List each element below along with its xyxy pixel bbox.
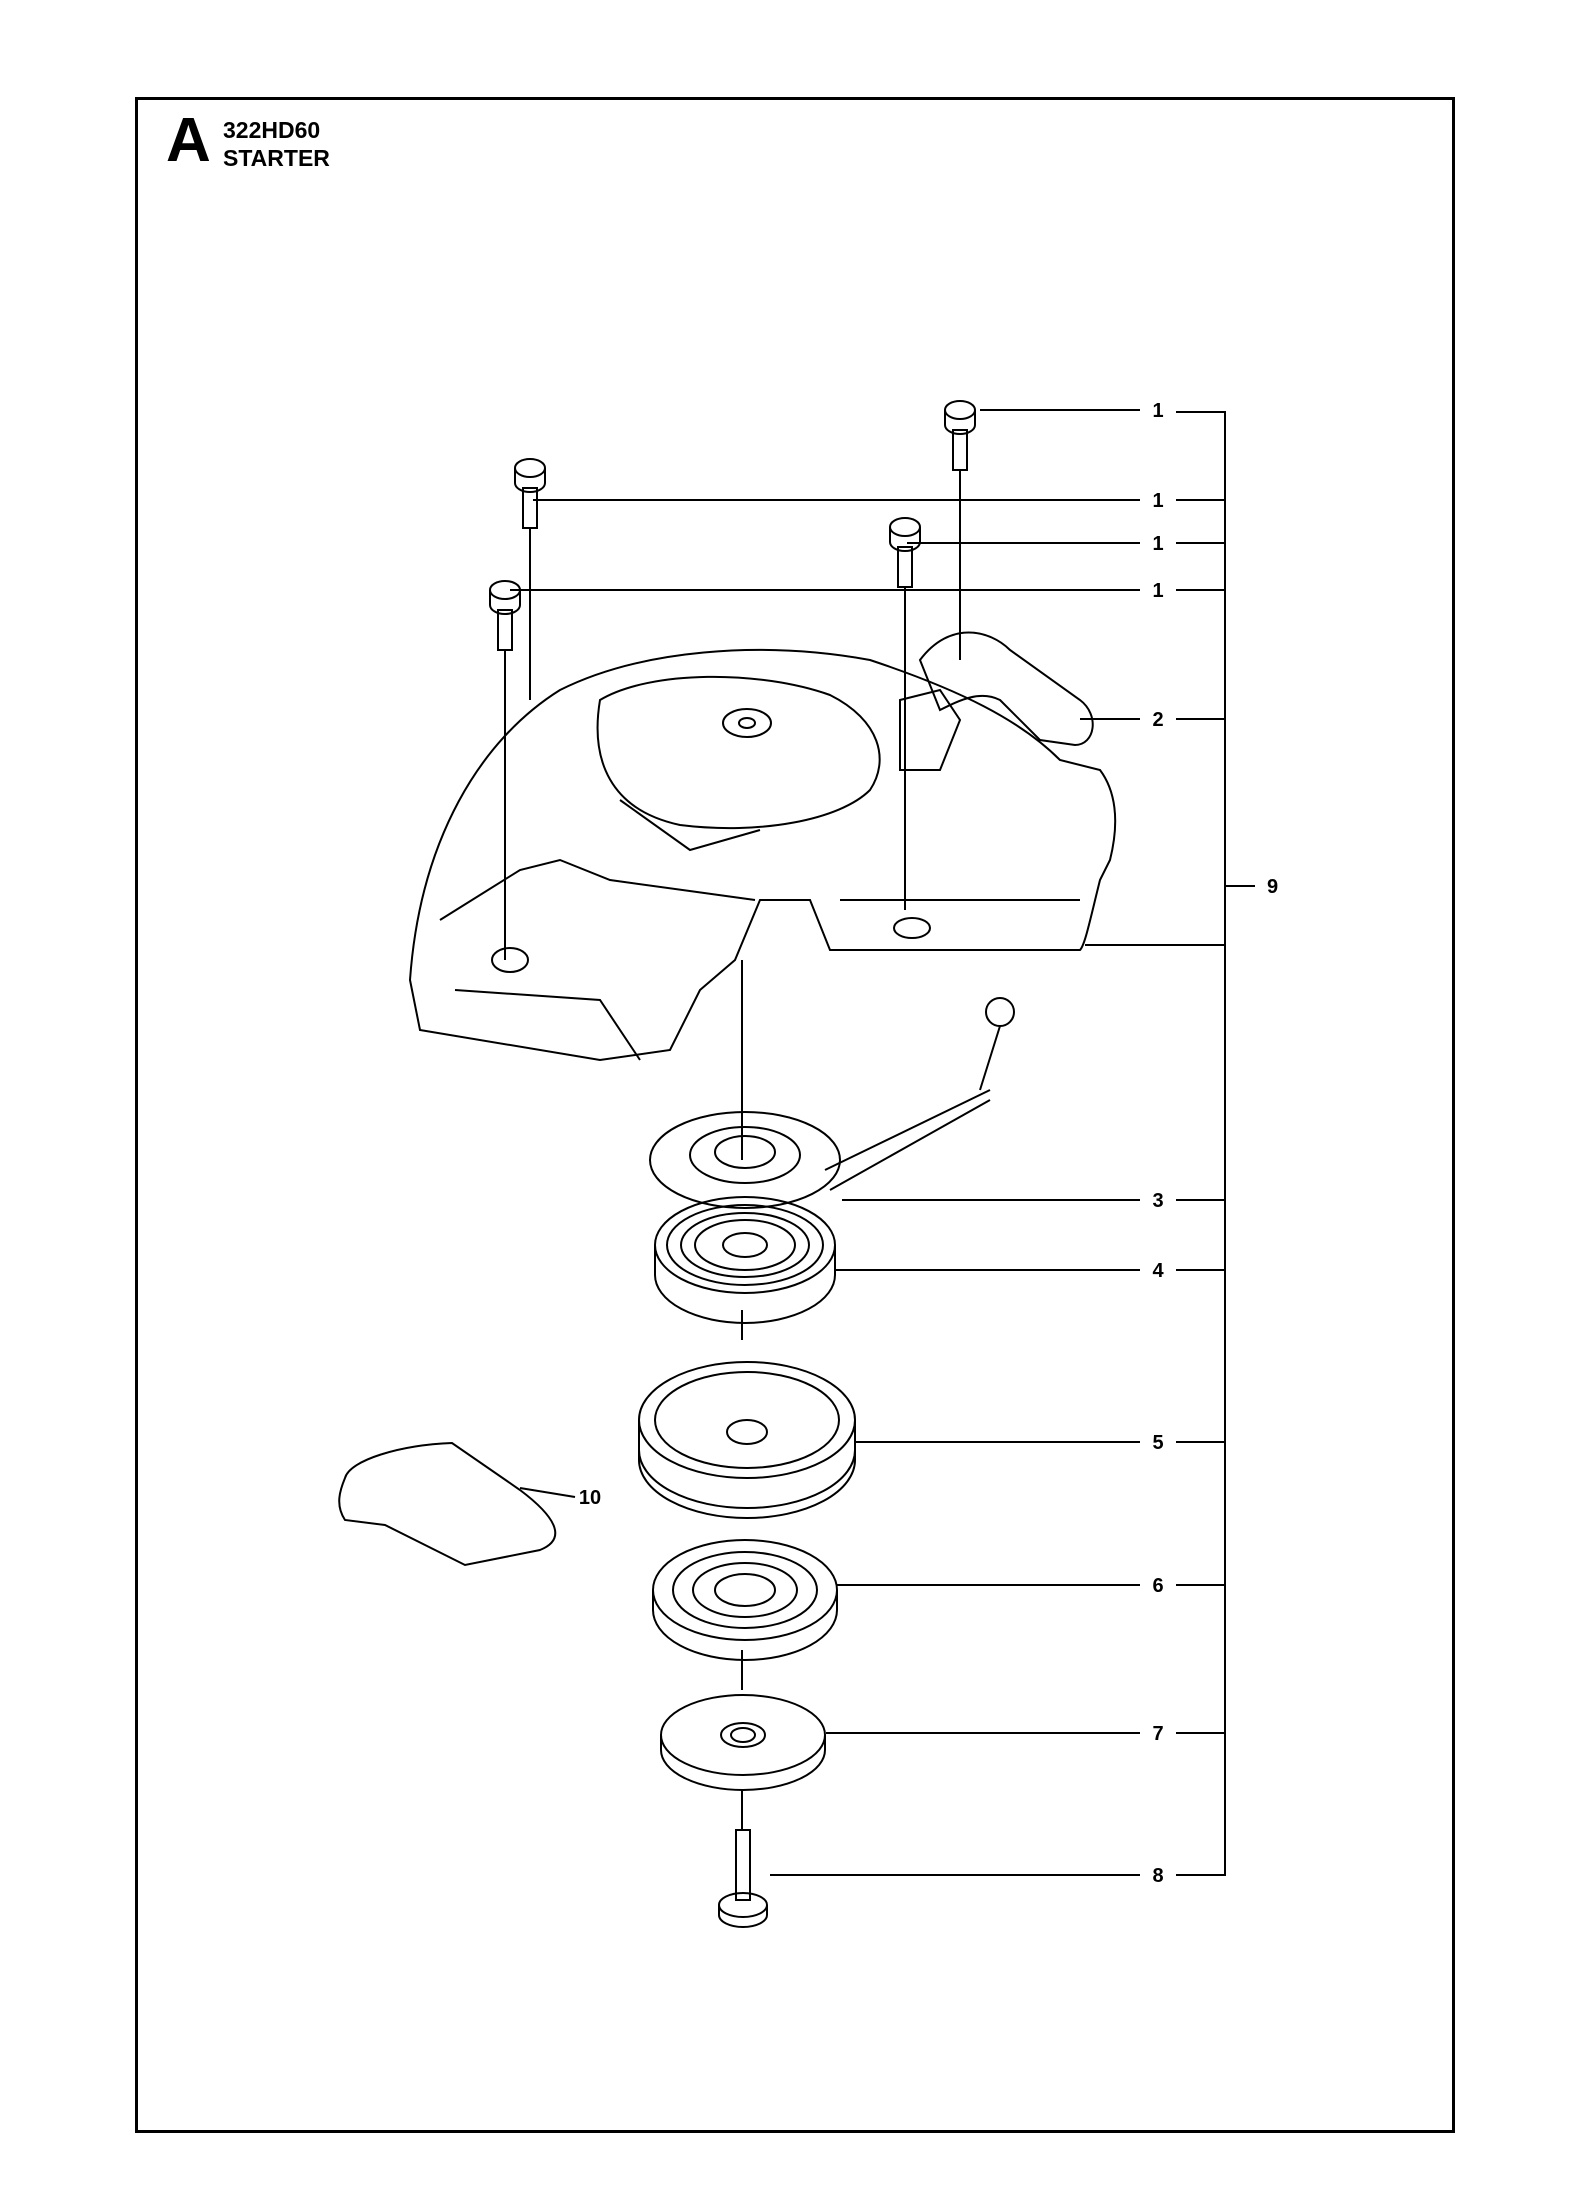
model-number: 322HD60 [223,117,321,143]
callout-9: 9 [1267,876,1278,898]
starter-handle [899,631,1094,771]
callout-8: 8 [1152,1865,1163,1887]
callout-7: 7 [1152,1723,1163,1745]
callout-4: 4 [1152,1260,1164,1282]
screw-1b [514,458,546,700]
callout-1c: 1 [1152,533,1163,555]
leader-label [519,1487,576,1498]
callout-6: 6 [1152,1575,1163,1597]
decal-label [338,1441,557,1567]
starter-pulley [638,1361,856,1519]
callout-1b: 1 [1152,490,1163,512]
callout-2: 2 [1152,709,1163,731]
cover-washer [660,1694,826,1791]
screw-1d [489,580,521,960]
callout-1d: 1 [1152,580,1163,602]
screw-1a [944,400,976,660]
callout-1a: 1 [1152,400,1163,422]
assembly-bracket [1176,411,1226,1876]
section-letter: A [166,106,211,175]
center-screw [718,1829,768,1928]
callout-3: 3 [1152,1190,1163,1212]
starter-housing [408,649,1117,1062]
spring-cassette [654,1196,836,1324]
recoil-spring [652,1539,838,1661]
callout-10: 10 [579,1487,601,1509]
page-frame [135,97,1455,2133]
assembly-title: STARTER [223,145,330,171]
pulley-guide [649,997,1015,1209]
callout-5: 5 [1152,1432,1163,1454]
screw-1c [889,517,921,910]
